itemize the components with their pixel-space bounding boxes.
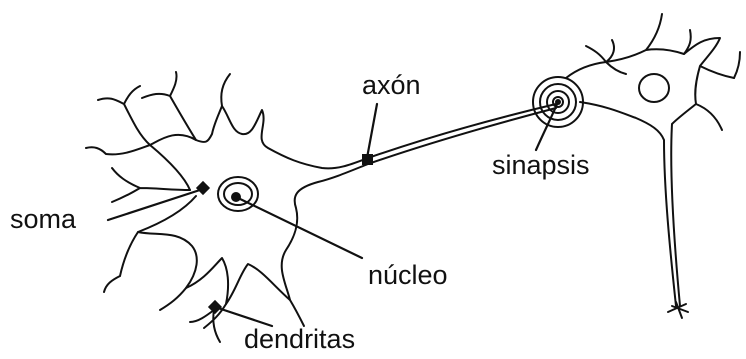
right-dendrite-2 <box>734 52 740 78</box>
dendrite-branch-7 <box>160 288 186 310</box>
right-neuron-outline <box>566 14 734 306</box>
label-nucleus: núcleo <box>368 262 448 289</box>
label-synapse: sinapsis <box>492 152 590 179</box>
left-neuron-lower-outline <box>138 164 368 304</box>
dendrite-branch-4 <box>86 145 150 154</box>
dendrite-branch-6 <box>104 232 138 292</box>
leader-nucleus <box>236 197 362 258</box>
leader-axon <box>367 104 377 158</box>
dendrite-branch-2 <box>142 72 196 140</box>
label-dendrites: dendritas <box>244 326 355 353</box>
right-nucleus <box>639 74 669 102</box>
right-neuron-lower-outline <box>580 102 676 306</box>
dendrite-branch-3 <box>221 74 230 106</box>
left-neuron <box>86 72 368 342</box>
dendrite-branch-9 <box>290 300 304 326</box>
right-axon-terminal <box>668 302 688 318</box>
label-soma: soma <box>10 206 76 233</box>
dendrite-branch-1 <box>98 86 150 145</box>
right-neuron <box>566 14 740 318</box>
label-axon: axón <box>362 72 421 99</box>
